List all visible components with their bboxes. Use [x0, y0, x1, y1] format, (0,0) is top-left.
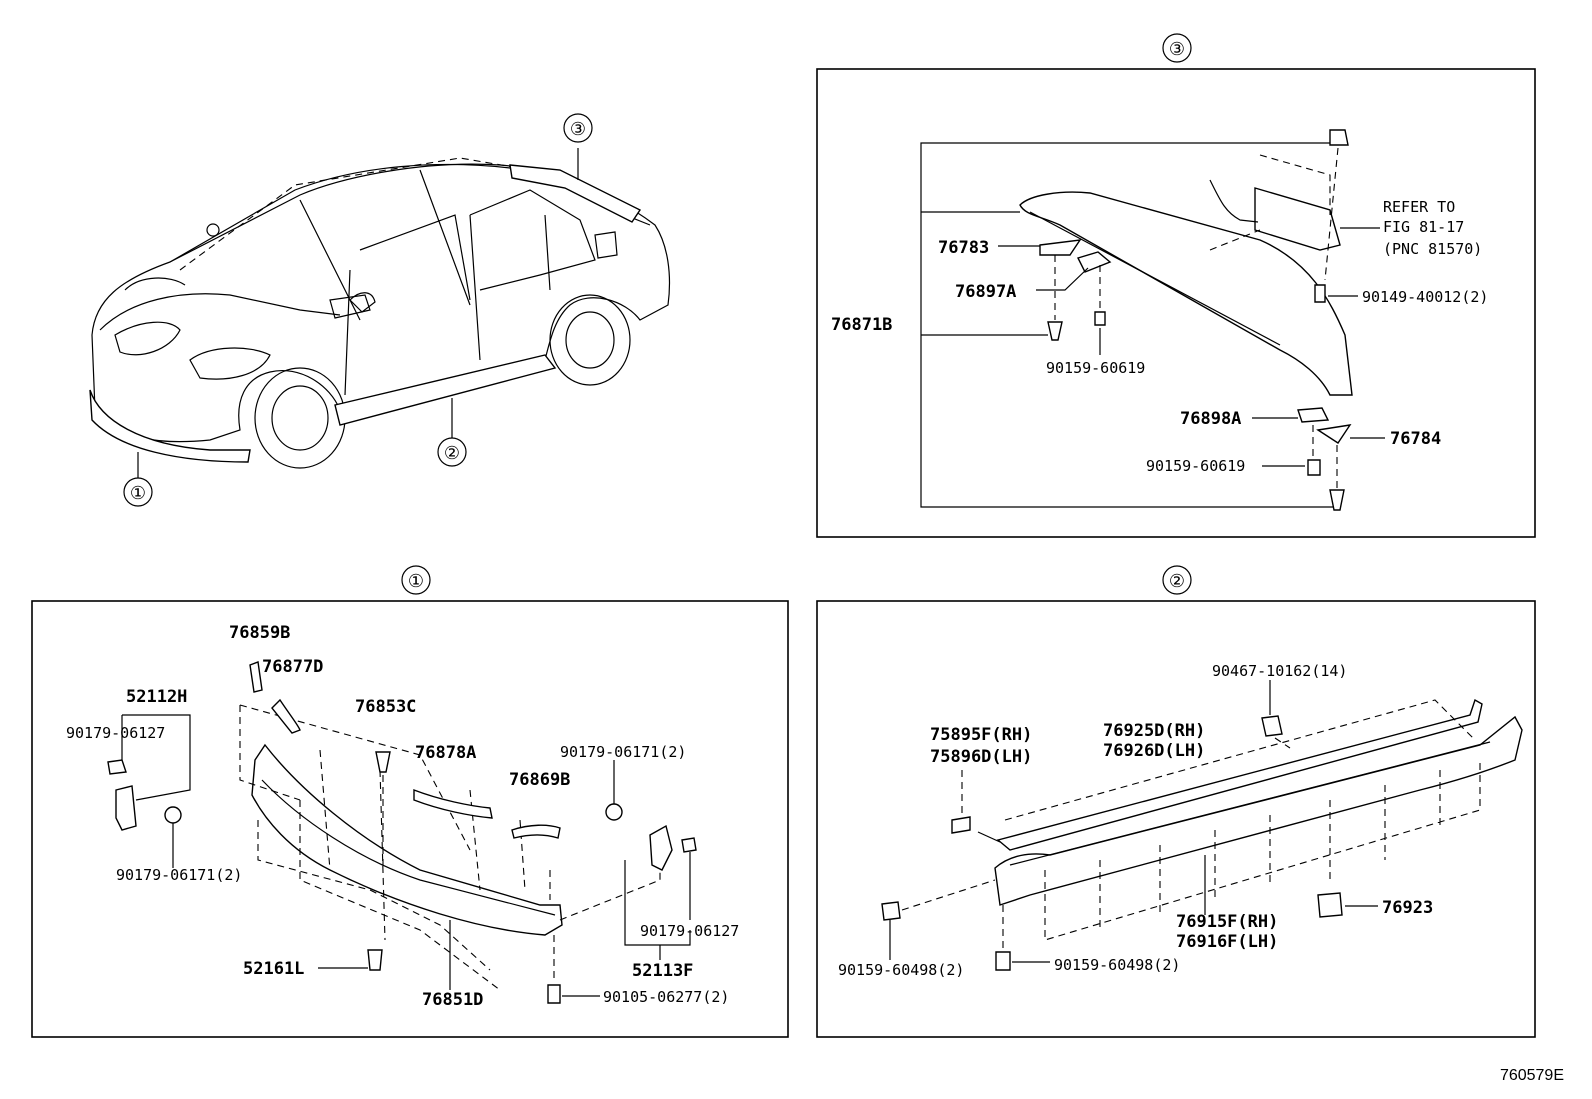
label-76923: 76923: [1382, 898, 1433, 918]
label-76784: 76784: [1390, 429, 1441, 449]
label-75895F: 75895F(RH): [930, 725, 1032, 745]
molding-76859B: [249, 661, 263, 693]
high-mount-stop-lamp: [1254, 187, 1341, 251]
bolt-icon: [1314, 284, 1326, 303]
label-90105-06277: 90105-06277(2): [603, 988, 729, 1006]
section-3-frame: [816, 68, 1536, 538]
label-76926D: 76926D(LH): [1103, 741, 1205, 761]
bracket-52112H: [115, 785, 137, 831]
bracket-52113F: [649, 824, 673, 871]
pad-75895F: [951, 816, 971, 834]
label-76783: 76783: [938, 238, 989, 258]
pad-76784: [1316, 424, 1352, 444]
callout-3: ③: [570, 119, 586, 140]
rear-spoiler-76871B: [1019, 191, 1353, 396]
bolt-90105-06277: [547, 984, 561, 1004]
label-76916F: 76916F(LH): [1176, 932, 1278, 952]
nut-90179-06127-r: [681, 837, 697, 853]
section-3-rear-spoiler: ③ 76783: [816, 33, 1536, 538]
pad-76897A: [1077, 251, 1112, 273]
clip-76853C: [375, 751, 391, 773]
section-1-frame: [31, 600, 789, 1038]
label-76877D: 76877D: [262, 657, 323, 677]
refer-line-3: (PNC 81570): [1383, 240, 1482, 258]
label-90159-60498-a: 90159-60498(2): [838, 961, 964, 979]
nut-icon: [1329, 129, 1349, 146]
label-76859B: 76859B: [229, 623, 290, 643]
nut-90179-06171: [164, 806, 182, 824]
label-52112H: 52112H: [126, 687, 187, 707]
section-3-title: ③: [1169, 39, 1185, 60]
refer-line-2: FIG 81-17: [1383, 218, 1464, 236]
screw-icon-2: [1307, 459, 1321, 476]
label-76869B: 76869B: [509, 770, 570, 790]
car-overview: ① ② ③: [89, 113, 671, 507]
label-52161L: 52161L: [243, 959, 304, 979]
figure-id: 760579E: [1499, 1067, 1564, 1084]
label-90179-06127-a: 90179-06127: [66, 724, 165, 742]
clip-icon-2: [1329, 489, 1345, 511]
molding-76869B: [511, 824, 561, 839]
section-2-side-skirt: ② 90467-10162(14) 75895F(RH) 75896D(LH) …: [816, 565, 1536, 1038]
label-90159-60498-b: 90159-60498(2): [1054, 956, 1180, 974]
section-1-title: ①: [408, 571, 424, 592]
label-90149-40012: 90149-40012(2): [1362, 288, 1488, 306]
nut-90179-06171-r: [605, 803, 623, 821]
label-90179-06127-b: 90179-06127: [640, 922, 739, 940]
label-76898A: 76898A: [1180, 409, 1241, 429]
label-76897A: 76897A: [955, 282, 1016, 302]
pad-76898A: [1297, 407, 1330, 423]
label-76925D: 76925D(RH): [1103, 721, 1205, 741]
callout-2: ②: [444, 443, 460, 464]
section-2-title: ②: [1169, 571, 1185, 592]
screw-90159-60498-a: [881, 901, 901, 921]
side-skirt-76915F: [994, 715, 1523, 906]
molding-76878A: [413, 788, 493, 819]
label-90159-60619-b: 90159-60619: [1146, 457, 1245, 475]
label-76915F: 76915F(RH): [1176, 912, 1278, 932]
label-90179-06171-b: 90179-06171(2): [116, 866, 242, 884]
section-1-front-spoiler: ① 76859B 76877D 5: [31, 565, 789, 1038]
molding-76925D: [996, 698, 1483, 851]
label-76853C: 76853C: [355, 697, 416, 717]
label-75896D: 75896D(LH): [930, 747, 1032, 767]
clip-90467-10162: [1261, 715, 1283, 737]
front-spoiler-76851D: [251, 743, 563, 936]
section-2-frame: [816, 600, 1536, 1038]
label-76871B: 76871B: [831, 315, 892, 335]
label-76878A: 76878A: [415, 743, 476, 763]
callout-1: ①: [130, 483, 146, 504]
clip-icon: [1047, 321, 1063, 341]
refer-line-1: REFER TO: [1383, 198, 1455, 216]
grommet-76923: [1317, 892, 1343, 918]
molding-76877D: [271, 698, 301, 734]
label-90159-60619-a: 90159-60619: [1046, 359, 1145, 377]
label-52113F: 52113F: [632, 961, 693, 981]
label-90179-06171-a: 90179-06171(2): [560, 743, 686, 761]
screw-90159-60498-b: [995, 951, 1011, 971]
label-76851D: 76851D: [422, 990, 483, 1010]
pad-76783: [1039, 239, 1082, 256]
label-90467-10162: 90467-10162(14): [1212, 662, 1347, 680]
clip-52161L: [367, 949, 383, 971]
screw-icon: [1094, 311, 1106, 326]
nut-90179-06127: [107, 759, 127, 775]
